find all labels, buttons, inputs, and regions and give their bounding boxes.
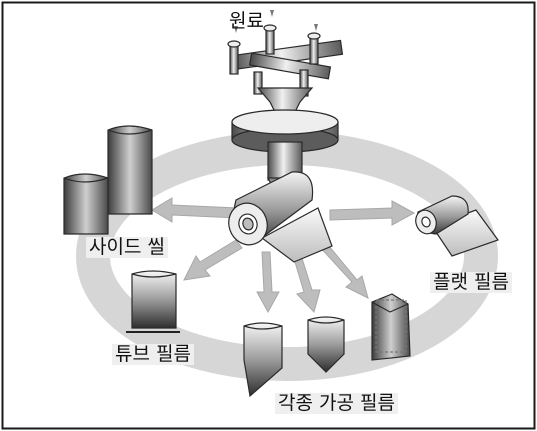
- label-raw-material: 원료: [229, 10, 264, 32]
- label-tube-film: 튜브 필름: [112, 344, 194, 365]
- processed-film-items: [243, 293, 411, 398]
- arrow-to-processed-1: [256, 251, 280, 314]
- central-film-roll: [228, 171, 333, 263]
- extruder-machine: [227, 10, 344, 191]
- distribution-arrows: [151, 197, 416, 314]
- label-processed-film: 각종 가공 필름: [275, 393, 398, 414]
- arrow-to-flat-film: [329, 200, 416, 226]
- label-flat-film: 플랫 필름: [430, 272, 512, 293]
- label-side-seal: 사이드 씰: [86, 237, 168, 258]
- flat-film-roll: [415, 195, 499, 257]
- tube-film-bag: [126, 270, 180, 333]
- arrow-to-tube-film: [183, 239, 243, 281]
- side-seal-bags: [63, 125, 153, 235]
- arrow-to-side-seal: [151, 197, 239, 223]
